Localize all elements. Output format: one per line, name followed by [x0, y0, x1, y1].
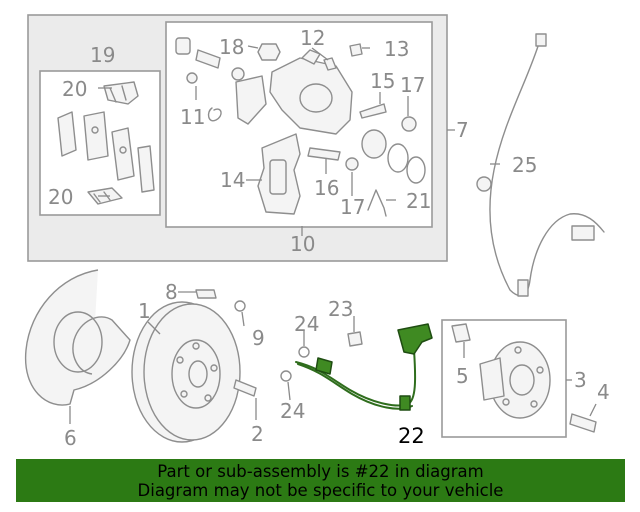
disc-fasteners	[195, 289, 257, 397]
callout-11: 11	[180, 105, 205, 129]
callout-25: 25	[512, 153, 537, 177]
banjo-bolt-and-washers	[280, 331, 363, 382]
info-banner: Part or sub-assembly is #22 in diagram D…	[16, 459, 625, 502]
wheel-hub	[451, 323, 597, 433]
callout-12: 12	[300, 26, 325, 50]
callout-17-top: 17	[400, 73, 425, 97]
callout-21: 21	[406, 189, 431, 213]
callout-6: 6	[64, 426, 77, 450]
small-caliper-parts	[175, 37, 426, 217]
callout-24-bottom: 24	[280, 399, 305, 423]
callout-8: 8	[165, 280, 178, 304]
callout-23: 23	[328, 297, 353, 321]
callout-24-top: 24	[294, 312, 319, 336]
callout-16: 16	[314, 176, 339, 200]
callout-9: 9	[252, 326, 265, 350]
banner-line-2: Diagram may not be specific to your vehi…	[137, 480, 504, 500]
callout-4: 4	[597, 380, 610, 404]
leader-lines	[69, 45, 597, 424]
callout-3: 3	[574, 368, 587, 392]
brake-pads	[57, 111, 155, 193]
callout-22-highlighted: 22	[398, 424, 425, 448]
dust-shield	[24, 269, 131, 406]
caliper-bracket	[257, 133, 301, 215]
callout-13: 13	[384, 37, 409, 61]
callout-7: 7	[456, 118, 469, 142]
callout-5: 5	[456, 364, 469, 388]
brake-disc	[131, 301, 241, 443]
banner-line-1: Part or sub-assembly is #22 in diagram	[157, 461, 484, 481]
pad-shim-top	[103, 81, 139, 105]
callout-19: 19	[90, 43, 115, 67]
brake-hose-highlight	[295, 323, 433, 411]
callout-17-bottom: 17	[340, 195, 365, 219]
callout-20-bottom: 20	[48, 185, 73, 209]
callout-14: 14	[220, 168, 245, 192]
callout-18: 18	[219, 35, 244, 59]
callout-20-top: 20	[62, 77, 87, 101]
callout-2: 2	[251, 422, 264, 446]
callout-1: 1	[138, 299, 151, 323]
callout-15: 15	[370, 69, 395, 93]
callout-10: 10	[290, 232, 315, 256]
wheel-speed-sensor	[476, 33, 605, 297]
